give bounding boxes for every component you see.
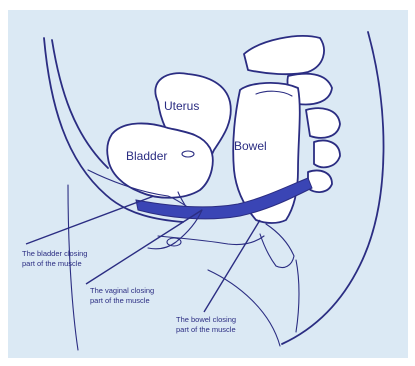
anal-canal-outline bbox=[260, 224, 294, 268]
bowel-closing-label-line1: The bowel closing bbox=[176, 315, 236, 324]
uterus-label: Uterus bbox=[164, 99, 199, 113]
bladder-label: Bladder bbox=[126, 149, 167, 163]
bladder-closing-label-line2: part of the muscle bbox=[22, 259, 82, 268]
bowel-closing-label-line2: part of the muscle bbox=[176, 325, 236, 334]
vaginal-opening bbox=[167, 238, 181, 246]
vaginal-closing-label-line2: part of the muscle bbox=[90, 296, 150, 305]
bladder-closing-label-line1: The bladder closing bbox=[22, 249, 87, 258]
lower-contour bbox=[208, 270, 280, 346]
pelvic-floor-diagram: Uterus Bladder Bowel The bladder closing… bbox=[8, 10, 408, 358]
bladder-closing-leader bbox=[26, 196, 154, 244]
pubic-bone-outline bbox=[52, 40, 108, 168]
vaginal-closing-label-line1: The vaginal closing bbox=[90, 286, 154, 295]
bowel-label: Bowel bbox=[234, 139, 267, 153]
bowel-closing-leader bbox=[204, 220, 260, 312]
vaginal-closing-leader bbox=[86, 210, 202, 284]
diagram-panel: Uterus Bladder Bowel The bladder closing… bbox=[8, 10, 408, 358]
spine-tail bbox=[296, 260, 299, 332]
